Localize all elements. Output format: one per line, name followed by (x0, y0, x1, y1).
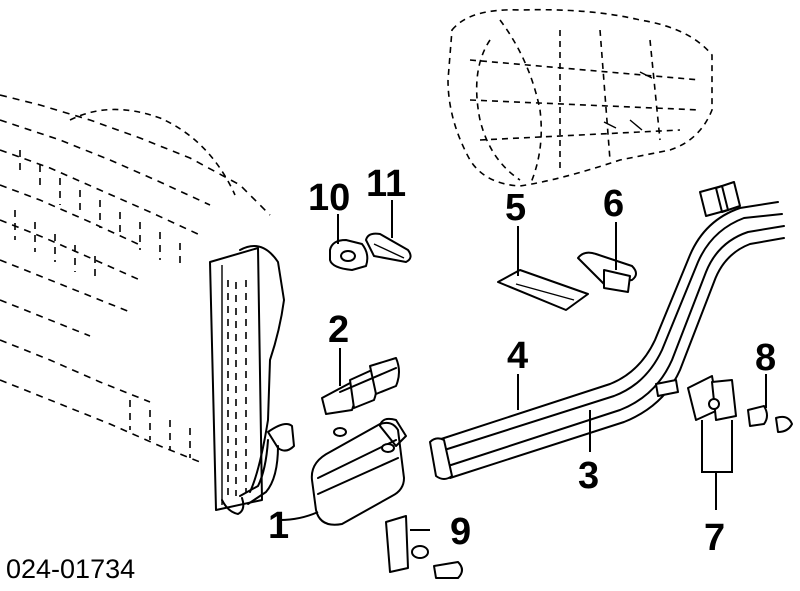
callout-7: 7 (704, 517, 725, 559)
callout-3: 3 (578, 455, 599, 497)
callout-labels: 1 2 3 4 5 6 7 8 9 10 11 (268, 163, 776, 559)
fitting-part (321, 357, 400, 415)
bracket-parts (497, 251, 637, 311)
callout-10: 10 (308, 177, 350, 219)
callout-11: 11 (366, 163, 406, 205)
callout-9: 9 (450, 511, 471, 553)
callout-6: 6 (603, 183, 624, 225)
cooler-lines (429, 181, 785, 480)
leader-lines (279, 200, 767, 531)
callout-8: 8 (755, 337, 776, 379)
grommet-parts (329, 232, 412, 271)
callout-1: 1 (268, 505, 289, 547)
clip-parts (385, 375, 793, 579)
leader-1 (279, 511, 319, 521)
callout-4: 4 (507, 335, 528, 377)
transmission-outline (447, 8, 713, 187)
callout-2: 2 (328, 309, 349, 351)
radiator-outline (0, 94, 295, 515)
callout-5: 5 (505, 187, 526, 229)
part-number-label: 024-01734 (6, 554, 135, 584)
leader-7 (701, 420, 733, 473)
oil-cooler (310, 417, 407, 526)
